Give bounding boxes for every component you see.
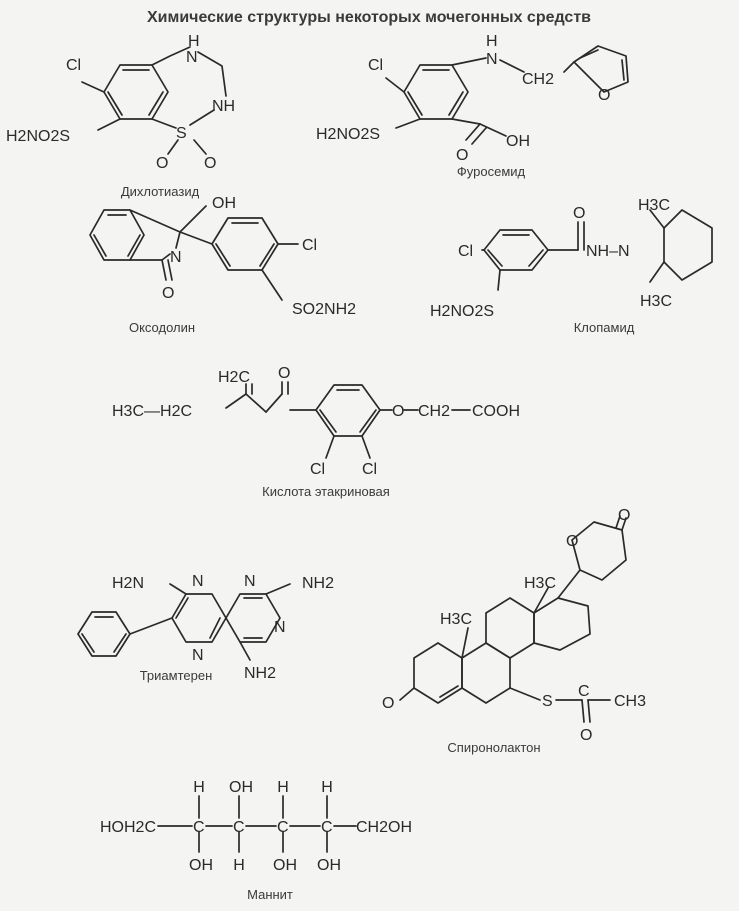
clopamide-o: O xyxy=(573,205,585,222)
mannitol-hoh2c: HOH2C xyxy=(100,819,156,836)
furosemide-name: Фуросемид xyxy=(457,164,526,179)
mannitol-c4: C xyxy=(321,819,333,836)
triamterene-nh2-bottom: NH2 xyxy=(244,665,276,682)
oxodolin-bonds xyxy=(89,205,299,301)
oxodolin-o: O xyxy=(162,285,174,302)
spironolactone-structure: O O H3C H3C O S C O CH3 Спиронолактон xyxy=(382,507,646,755)
mannitol-name: Маннит xyxy=(247,887,293,902)
triamterene-n3: N xyxy=(192,647,204,664)
oxodolin-n: N xyxy=(170,249,182,266)
triamterene-n1: N xyxy=(192,573,204,590)
spironolactone-c: C xyxy=(578,683,590,700)
spironolactone-ch3-mid: H3C xyxy=(440,611,472,628)
ethacrynic-ethyl: H3C—H2C xyxy=(112,403,192,420)
dichlorothiazide-name: Дихлотиазид xyxy=(121,184,200,199)
dichlorothiazide-o2: O xyxy=(204,155,216,172)
triamterene-n2: N xyxy=(244,573,256,590)
mannitol-bonds xyxy=(157,795,357,853)
oxodolin-oh: OH xyxy=(212,195,236,212)
mannitol-bot3: OH xyxy=(273,857,297,874)
mannitol-ch2oh: CH2OH xyxy=(356,819,412,836)
spironolactone-ch3-top: H3C xyxy=(524,575,556,592)
oxodolin-structure: OH N O Cl SO2NH2 Оксодолин xyxy=(89,195,356,335)
dichlorothiazide-bonds xyxy=(81,46,227,155)
triamterene-n4: N xyxy=(274,619,286,636)
ethacrynic-acid-structure: H2C O H3C—H2C O CH2 COOH Cl Cl Кислота э… xyxy=(112,365,520,499)
mannitol-top2: OH xyxy=(229,779,253,796)
furosemide-o-furan: O xyxy=(598,87,610,104)
furosemide-bonds xyxy=(385,45,629,145)
ethacrynic-cooh: COOH xyxy=(472,403,520,420)
dichlorothiazide-cl: Cl xyxy=(66,57,81,74)
dichlorothiazide-n: N xyxy=(186,49,198,66)
clopamide-structure: Cl O NH–N H3C H3C H2NO2S Клопамид xyxy=(430,197,713,335)
oxodolin-sulfonamide: SO2NH2 xyxy=(292,301,356,318)
furosemide-h: H xyxy=(486,33,498,50)
spironolactone-o-ring: O xyxy=(566,533,578,550)
mannitol-c1: C xyxy=(193,819,205,836)
mannitol-bot4: OH xyxy=(317,857,341,874)
dichlorothiazide-structure: Cl H N NH S O O H2NO2S Дихлотиазид xyxy=(6,33,235,199)
ethacrynic-ch2: CH2 xyxy=(418,403,450,420)
spironolactone-ch3-acetyl: CH3 xyxy=(614,693,646,710)
clopamide-nh-n: NH–N xyxy=(586,243,630,260)
mannitol-top4: H xyxy=(321,779,333,796)
spironolactone-s: S xyxy=(542,693,553,710)
clopamide-bonds xyxy=(481,209,713,291)
mannitol-top3: H xyxy=(277,779,289,796)
oxodolin-name: Оксодолин xyxy=(129,320,195,335)
clopamide-ch3-top: H3C xyxy=(638,197,670,214)
dichlorothiazide-sulfonamide: H2NO2S xyxy=(6,128,70,145)
spironolactone-o-ketone: O xyxy=(382,695,394,712)
dichlorothiazide-o1: O xyxy=(156,155,168,172)
triamterene-name: Триамтерен xyxy=(140,668,213,683)
furosemide-o-carbonyl: O xyxy=(456,147,468,164)
clopamide-name: Клопамид xyxy=(574,320,635,335)
dichlorothiazide-s-ring: S xyxy=(176,125,187,142)
ethacrynic-cl1: Cl xyxy=(310,461,325,478)
mannitol-c2: C xyxy=(233,819,245,836)
mannitol-structure: HOH2C C C C C CH2OH H OH H H OH H OH OH … xyxy=(100,779,412,902)
ethacrynic-ch2-vinyl: H2C xyxy=(218,369,250,386)
furosemide-ch2: CH2 xyxy=(522,71,554,88)
furosemide-structure: Cl H N CH2 O O OH H2NO2S Фуросемид xyxy=(316,33,629,179)
ethacrynic-cl2: Cl xyxy=(362,461,377,478)
ethacrynic-o: O xyxy=(278,365,290,382)
ethacrynic-o-ether: O xyxy=(392,403,404,420)
clopamide-ch3-bottom: H3C xyxy=(640,293,672,310)
dichlorothiazide-h: H xyxy=(188,33,200,50)
spironolactone-name: Спиронолактон xyxy=(447,740,540,755)
furosemide-cl: Cl xyxy=(368,57,383,74)
clopamide-cl: Cl xyxy=(458,243,473,260)
mannitol-bot2: H xyxy=(233,857,245,874)
clopamide-sulfonamide: H2NO2S xyxy=(430,303,494,320)
furosemide-n: N xyxy=(486,51,498,68)
spironolactone-o-carbonyl: O xyxy=(618,507,630,524)
triamterene-bonds xyxy=(77,583,291,661)
furosemide-sulfonamide: H2NO2S xyxy=(316,126,380,143)
mannitol-top1: H xyxy=(193,779,205,796)
mannitol-bot1: OH xyxy=(189,857,213,874)
triamterene-nh2-left: H2N xyxy=(112,575,144,592)
ethacrynic-acid-bonds xyxy=(225,381,471,459)
mannitol-c3: C xyxy=(277,819,289,836)
oxodolin-cl: Cl xyxy=(302,237,317,254)
triamterene-structure: H2N N N NH2 N N NH2 Триамтерен xyxy=(77,573,334,683)
page-title: Химические структуры некоторых мочегонны… xyxy=(147,9,591,26)
triamterene-nh2-right: NH2 xyxy=(302,575,334,592)
spironolactone-o-thio: O xyxy=(580,727,592,744)
spironolactone-bonds xyxy=(399,515,627,723)
dichlorothiazide-nh: NH xyxy=(212,98,235,115)
furosemide-oh: OH xyxy=(506,133,530,150)
ethacrynic-acid-name: Кислота этакриновая xyxy=(262,484,390,499)
